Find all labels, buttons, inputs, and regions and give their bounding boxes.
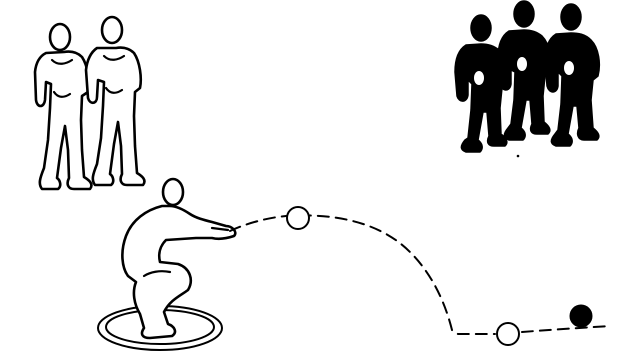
- figure-head: [561, 4, 581, 30]
- figure-body: [35, 52, 91, 189]
- landing-ball-icon: [497, 323, 519, 345]
- figure-head: [471, 15, 491, 41]
- figure-head: [50, 24, 70, 50]
- target-jack-icon: [570, 305, 592, 327]
- figure-head: [514, 1, 534, 27]
- figure-hand-gap: [474, 71, 484, 85]
- thrower-body: [122, 206, 235, 338]
- outlined-spectators-group: [35, 17, 144, 189]
- figure-body: [498, 30, 550, 140]
- figure-hand-gap: [517, 57, 527, 71]
- silhouette-spectators-group: [455, 1, 599, 152]
- crouching-thrower-icon: [122, 179, 235, 338]
- figure-head: [102, 17, 122, 43]
- outline-figure-icon: [35, 24, 91, 189]
- silhouette-figure-icon: [498, 1, 550, 140]
- dashed-trajectory-icon: [522, 326, 610, 332]
- figure-body: [545, 33, 599, 146]
- dashed-trajectory-icon: [230, 215, 495, 334]
- thrower-head: [163, 179, 183, 205]
- outline-figure-icon: [86, 17, 144, 185]
- ball-in-flight-icon: [287, 207, 309, 229]
- ink-dot: [517, 155, 520, 158]
- figure-body: [86, 48, 144, 185]
- silhouette-figure-icon: [545, 4, 599, 146]
- figure-hand-gap: [564, 61, 574, 75]
